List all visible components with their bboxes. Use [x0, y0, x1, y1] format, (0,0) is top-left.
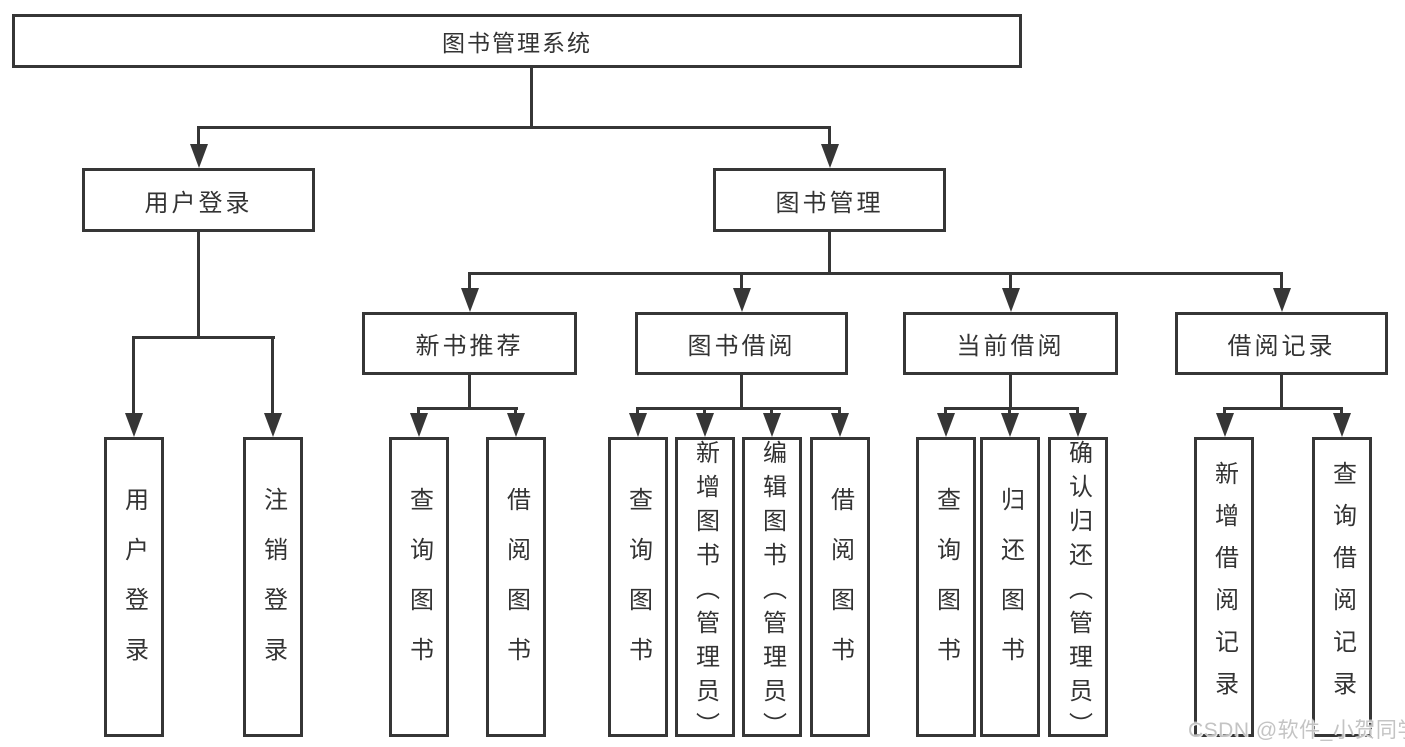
leaf-borrowing-edit-book-admin: 编辑图书（管理员）	[742, 437, 802, 746]
leaf-current-confirm-return-admin: 确认归还（管理员）	[1048, 437, 1108, 746]
arrow-down-icon	[831, 413, 849, 437]
node-label: 用户登录	[144, 189, 253, 217]
connector-new-books-rail	[418, 407, 518, 410]
connector-new-books-stem	[468, 375, 471, 409]
connector-shaft	[514, 407, 517, 415]
connector-shaft	[468, 272, 471, 290]
connector-shaft	[838, 407, 841, 415]
connector-shaft	[271, 336, 274, 414]
connector-borrowing-stem	[740, 375, 743, 409]
leaf-records-add-record: 新增借阅记录	[1194, 437, 1254, 737]
arrow-down-icon	[1069, 413, 1087, 437]
connector-user-login-rail	[133, 336, 275, 339]
node-library-management-system: 图书管理系统	[12, 14, 1022, 68]
arrow-down-icon	[696, 413, 714, 437]
connector-shaft	[703, 407, 706, 415]
node-label: 编辑图书（管理员）	[758, 440, 786, 746]
node-label: 用户登录	[120, 487, 148, 687]
node-label: 归还图书	[996, 487, 1024, 687]
arrow-down-icon	[763, 413, 781, 437]
arrow-down-icon	[821, 144, 839, 168]
leaf-current-query-books: 查询图书	[916, 437, 976, 737]
node-label: 借阅图书	[502, 487, 530, 687]
arrow-down-icon	[1333, 413, 1351, 437]
arrow-down-icon	[1216, 413, 1234, 437]
node-label: 新增图书（管理员）	[691, 440, 719, 746]
connector-current-stem	[1009, 375, 1012, 409]
connector-shaft	[1280, 272, 1283, 290]
node-label: 图书借阅	[687, 333, 796, 360]
leaf-new-books-borrow-book: 借阅图书	[486, 437, 546, 737]
arrow-down-icon	[190, 144, 208, 168]
watermark-text: CSDN @软件_小贺同学	[1188, 719, 1405, 742]
node-label: 注销登录	[259, 487, 287, 687]
leaf-logout: 注销登录	[243, 437, 303, 737]
node-current-borrowing: 当前借阅	[903, 312, 1118, 375]
connector-book-mgmt-stem	[828, 232, 831, 274]
node-user-login: 用户登录	[82, 168, 315, 232]
node-label: 确认归还（管理员）	[1064, 440, 1092, 746]
leaf-borrowing-borrow-book: 借阅图书	[810, 437, 870, 737]
node-label: 查询图书	[405, 487, 433, 687]
node-label: 图书管理系统	[442, 30, 592, 56]
connector-records-stem	[1280, 375, 1283, 409]
arrow-down-icon	[461, 288, 479, 312]
connector-shaft	[1009, 272, 1012, 290]
node-label: 新书推荐	[415, 333, 524, 360]
arrow-down-icon	[1273, 288, 1291, 312]
connector-current-rail	[945, 407, 1079, 410]
connector-shaft	[740, 272, 743, 290]
node-label: 新增借阅记录	[1210, 461, 1238, 713]
leaf-user-login: 用户登录	[104, 437, 164, 737]
node-book-management: 图书管理	[713, 168, 946, 232]
connector-shaft	[1223, 407, 1226, 415]
leaf-borrowing-query-books: 查询图书	[608, 437, 668, 737]
arrow-down-icon	[1001, 413, 1019, 437]
node-label: 图书管理	[775, 189, 884, 217]
connector-user-login-stem	[197, 232, 200, 338]
leaf-current-return-book: 归还图书	[980, 437, 1040, 737]
connector-borrowing-rail	[637, 407, 841, 410]
connector-shaft	[132, 336, 135, 414]
arrow-down-icon	[733, 288, 751, 312]
node-label: 查询借阅记录	[1328, 461, 1356, 713]
node-label: 查询图书	[932, 487, 960, 687]
node-borrowing-records: 借阅记录	[1175, 312, 1388, 375]
connector-level2-rail	[199, 126, 831, 129]
node-label: 借阅记录	[1227, 333, 1336, 360]
leaf-new-books-query-books: 查询图书	[389, 437, 449, 737]
leaf-borrowing-add-book-admin: 新增图书（管理员）	[675, 437, 735, 746]
node-book-borrowing: 图书借阅	[635, 312, 848, 375]
arrow-down-icon	[410, 413, 428, 437]
leaf-records-query-record: 查询借阅记录	[1312, 437, 1372, 737]
connector-root-stem	[530, 68, 533, 126]
connector-shaft	[417, 407, 420, 415]
arrow-down-icon	[1002, 288, 1020, 312]
node-label: 当前借阅	[956, 333, 1065, 360]
connector-shaft	[770, 407, 773, 415]
connector-records-rail	[1224, 407, 1343, 410]
arrow-down-icon	[937, 413, 955, 437]
arrow-down-icon	[125, 413, 143, 437]
connector-shaft	[944, 407, 947, 415]
connector-shaft	[1340, 407, 1343, 415]
node-label: 借阅图书	[826, 487, 854, 687]
connector-shaft	[828, 126, 831, 148]
connector-shaft	[1076, 407, 1079, 415]
node-label: 查询图书	[624, 487, 652, 687]
arrow-down-icon	[264, 413, 282, 437]
arrow-down-icon	[507, 413, 525, 437]
connector-shaft	[197, 126, 200, 148]
connector-shaft	[636, 407, 639, 415]
connector-level3-rail	[469, 272, 1283, 275]
connector-shaft	[1008, 407, 1011, 415]
node-new-book-recommend: 新书推荐	[362, 312, 577, 375]
arrow-down-icon	[629, 413, 647, 437]
